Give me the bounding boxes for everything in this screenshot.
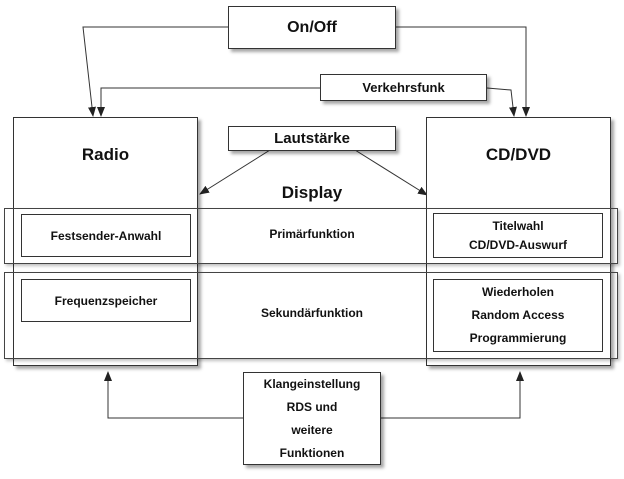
primaerfunktion-label: Primärfunktion (269, 227, 355, 241)
arrow-onoff-to-radio (82, 26, 228, 117)
wiederholen-label: Wiederholen (482, 285, 554, 299)
primary-band (4, 208, 618, 264)
random-access-label: Random Access (471, 308, 565, 322)
klang-line-4: Funktionen (279, 445, 345, 460)
arrow-onoff-to-cddvd (396, 26, 530, 117)
verkehrsfunk-box: Verkehrsfunk (320, 74, 487, 101)
arrow-verkehrsfunk-to-cddvd (486, 87, 517, 117)
frequenzspeicher-label: Frequenzspeicher (54, 293, 158, 308)
klang-line-3: weitere (291, 422, 333, 437)
lautstaerke-label: Lautstärke (274, 130, 350, 147)
cddvd-heading: CD/DVD (485, 145, 552, 164)
frequenzspeicher-box: Frequenzspeicher (21, 279, 191, 322)
sekundaerfunktion-label: Sekundärfunktion (260, 306, 363, 320)
cd-secondary-box: Wiederholen Random Access Programmierung (433, 279, 603, 352)
festsender-label: Festsender-Anwahl (50, 228, 162, 243)
klangeinstellung-box: Klangeinstellung RDS und weitere Funktio… (243, 372, 381, 465)
display-heading: Display (281, 183, 343, 202)
radio-heading: Radio (81, 145, 130, 164)
festsender-box: Festsender-Anwahl (21, 214, 191, 257)
lautstaerke-box: Lautstärke (228, 126, 396, 151)
arrow-verkehrsfunk-to-radio (97, 87, 320, 117)
verkehrsfunk-label: Verkehrsfunk (362, 80, 445, 95)
titelwahl-box: Titelwahl CD/DVD-Auswurf (433, 213, 603, 258)
programmierung-label: Programmierung (469, 331, 567, 345)
on-off-box: On/Off (228, 6, 396, 49)
titelwahl-label: Titelwahl (492, 218, 544, 233)
arrow-klang-to-cddvd (381, 371, 524, 419)
arrow-klang-to-radio (104, 371, 243, 419)
auswurf-label: CD/DVD-Auswurf (469, 237, 567, 252)
on-off-label: On/Off (287, 18, 337, 36)
klang-line-2: RDS und (286, 399, 338, 414)
secondary-band (4, 272, 618, 359)
klang-line-1: Klangeinstellung (263, 376, 361, 391)
